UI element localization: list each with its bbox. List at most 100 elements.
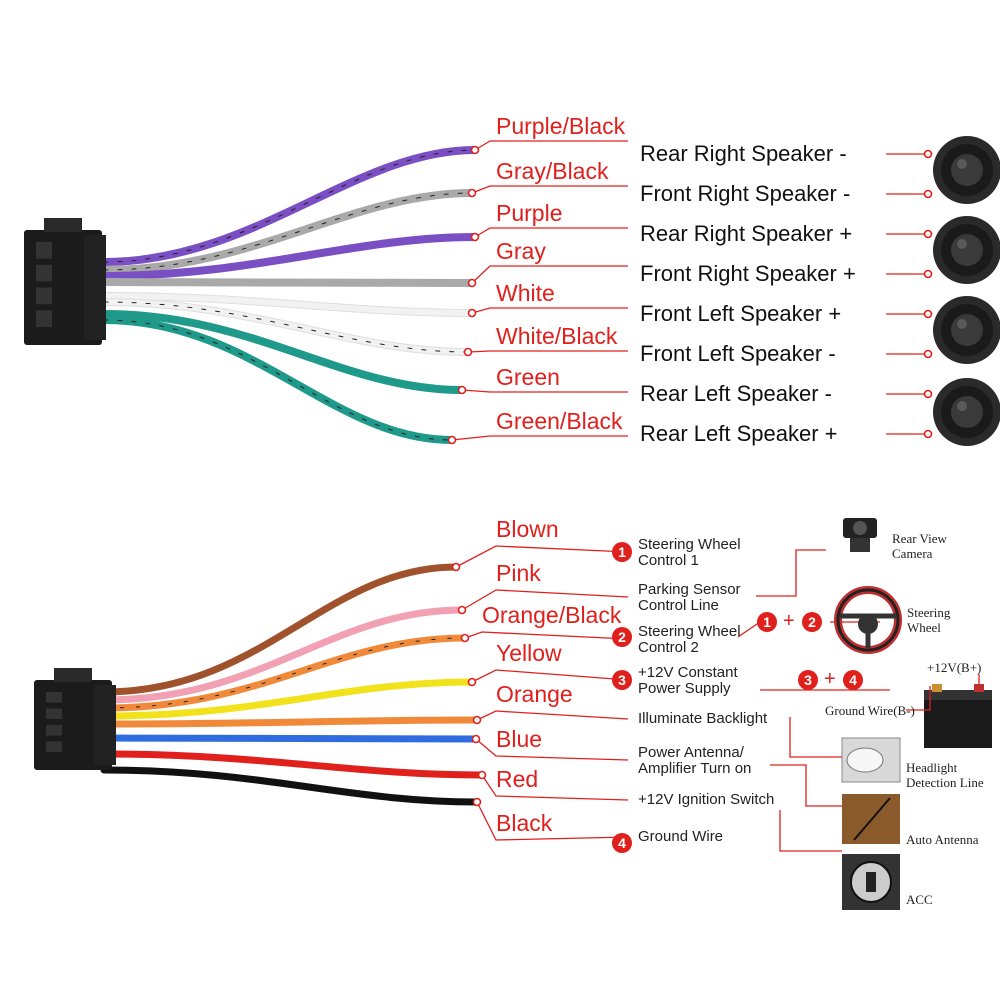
antenna-leader: [770, 764, 842, 807]
number-badge: 2: [612, 627, 632, 647]
speaker-leader-dot: [923, 229, 933, 239]
combo-badge: 1: [757, 612, 777, 632]
power-wire-label: Orange/Black: [482, 602, 622, 628]
power-wire-end-dot: [460, 633, 470, 643]
power-function-line: Power Antenna/: [638, 744, 744, 761]
power-function-line: Amplifier Turn on: [638, 760, 752, 777]
power-wire-leader: [464, 631, 629, 640]
ignition-acc-icon: [842, 854, 900, 910]
power-connector: [34, 668, 116, 770]
speaker-wire-3: [101, 234, 478, 279]
speaker-leader-dot: [923, 349, 933, 359]
power-wire-leader: [461, 589, 629, 611]
speaker-wire-label: Gray: [496, 238, 546, 264]
speaker-wire-end-dot: [447, 435, 457, 445]
power-function-line: Steering Wheel: [638, 623, 741, 640]
power-wire-leader: [471, 669, 629, 683]
tweeter-speaker-icon: [933, 216, 1000, 284]
tweeter-speaker-icon: [933, 136, 1000, 204]
power-wire-2: [100, 606, 466, 704]
number-badge: 4: [612, 833, 632, 853]
power-function-line: +12V Ignition Switch: [638, 791, 775, 808]
headlight-icon: [841, 737, 901, 783]
tweeter-dome: [951, 154, 983, 186]
auto-antenna-icon: [842, 794, 900, 844]
acc-label: ACC: [906, 892, 933, 907]
rear-camera-icon: [843, 518, 877, 552]
battery-body: [924, 696, 992, 748]
power-wire-7: [100, 750, 486, 779]
power-function-line: Ground Wire: [638, 828, 724, 845]
speaker-function-label: Front Left Speaker -: [640, 341, 836, 366]
battery-plus-label: +12V(B+): [927, 660, 982, 675]
speaker-function-label: Rear Right Speaker +: [640, 221, 853, 246]
power-function-line: Control Line: [638, 597, 719, 614]
speaker-wire-leader: [471, 307, 628, 314]
power-wire-leader: [455, 545, 629, 568]
speaker-leader-dot: [923, 429, 933, 439]
speaker-function-label: Front Left Speaker +: [640, 301, 842, 326]
speaker-wire-leader: [451, 435, 628, 441]
speaker-leader-dot: [923, 149, 933, 159]
number-badge: 1: [612, 542, 632, 562]
speaker-connector-pin-slot: [36, 264, 52, 282]
power-wire-label: Red: [496, 766, 539, 792]
battery-icon: [924, 684, 992, 748]
power-function-label: Illuminate Backlight: [638, 711, 767, 727]
speaker-function-label: Front Right Speaker -: [640, 181, 851, 206]
speaker-wire-7: [101, 311, 465, 393]
power-wire-leader: [481, 774, 629, 801]
tweeter-highlight: [957, 239, 967, 249]
speaker-connector-pin-slot: [36, 287, 52, 305]
tweeter-speaker-icon: [933, 296, 1000, 364]
power-wire-3-stripe: [103, 637, 466, 709]
speaker-connector-pin-slot: [36, 242, 52, 259]
power-wire-label: Yellow: [496, 640, 562, 666]
headlight-lens: [846, 747, 884, 773]
battery-ground-leader: [906, 686, 931, 711]
power-connector-pin-slot: [46, 725, 62, 736]
power-connector-pin-slot: [46, 692, 62, 703]
power-wire-end-dot: [471, 734, 481, 744]
power-wire-1: [100, 563, 460, 696]
power-wire-label: Blown: [496, 516, 559, 542]
speaker-wire-6-stripe: [103, 301, 469, 353]
power-wire-leader: [475, 738, 629, 761]
speaker-wire-label: Purple/Black: [496, 113, 626, 139]
combo-badge: 4: [843, 670, 863, 690]
combo-badge: 2: [802, 612, 822, 632]
power-wire-label: Black: [496, 810, 553, 836]
speaker-leader-dot: [923, 189, 933, 199]
camera-mount: [850, 538, 870, 552]
steering-wheel-label: Steering Wheel: [907, 605, 951, 635]
power-function-line: +12V Constant: [638, 664, 738, 681]
power-function-label: Ground Wire: [638, 829, 723, 845]
speaker-wire-label: Green/Black: [496, 408, 623, 434]
power-function-line: Steering Wheel: [638, 536, 741, 553]
speaker-wire-1: [101, 147, 478, 265]
battery-terminal-pos: [974, 684, 984, 692]
speaker-leader-dot: [923, 309, 933, 319]
speaker-wire-end-dot: [457, 385, 467, 395]
power-wire-leader: [476, 710, 629, 721]
power-wire-leader: [476, 801, 629, 841]
tweeter-dome: [951, 396, 983, 428]
speaker-function-label: Front Right Speaker +: [640, 261, 856, 286]
antenna-mast: [853, 797, 891, 841]
headlight-leader: [789, 717, 842, 758]
speaker-wire-leader: [471, 185, 628, 194]
ground-wire-label: Ground Wire(B-): [825, 703, 915, 718]
speaker-wire-leader: [461, 389, 628, 393]
speaker-wire-label: White/Black: [496, 323, 618, 349]
power-function-line: Illuminate Backlight: [638, 710, 768, 727]
speaker-wire-1-stripe: [103, 149, 476, 263]
battery-terminal-neg: [932, 684, 942, 692]
power-wire-end-dot: [477, 770, 487, 780]
speaker-wire-label: Green: [496, 364, 560, 390]
camera-leader: [756, 549, 826, 597]
speaker-function-label: Rear Right Speaker -: [640, 141, 847, 166]
